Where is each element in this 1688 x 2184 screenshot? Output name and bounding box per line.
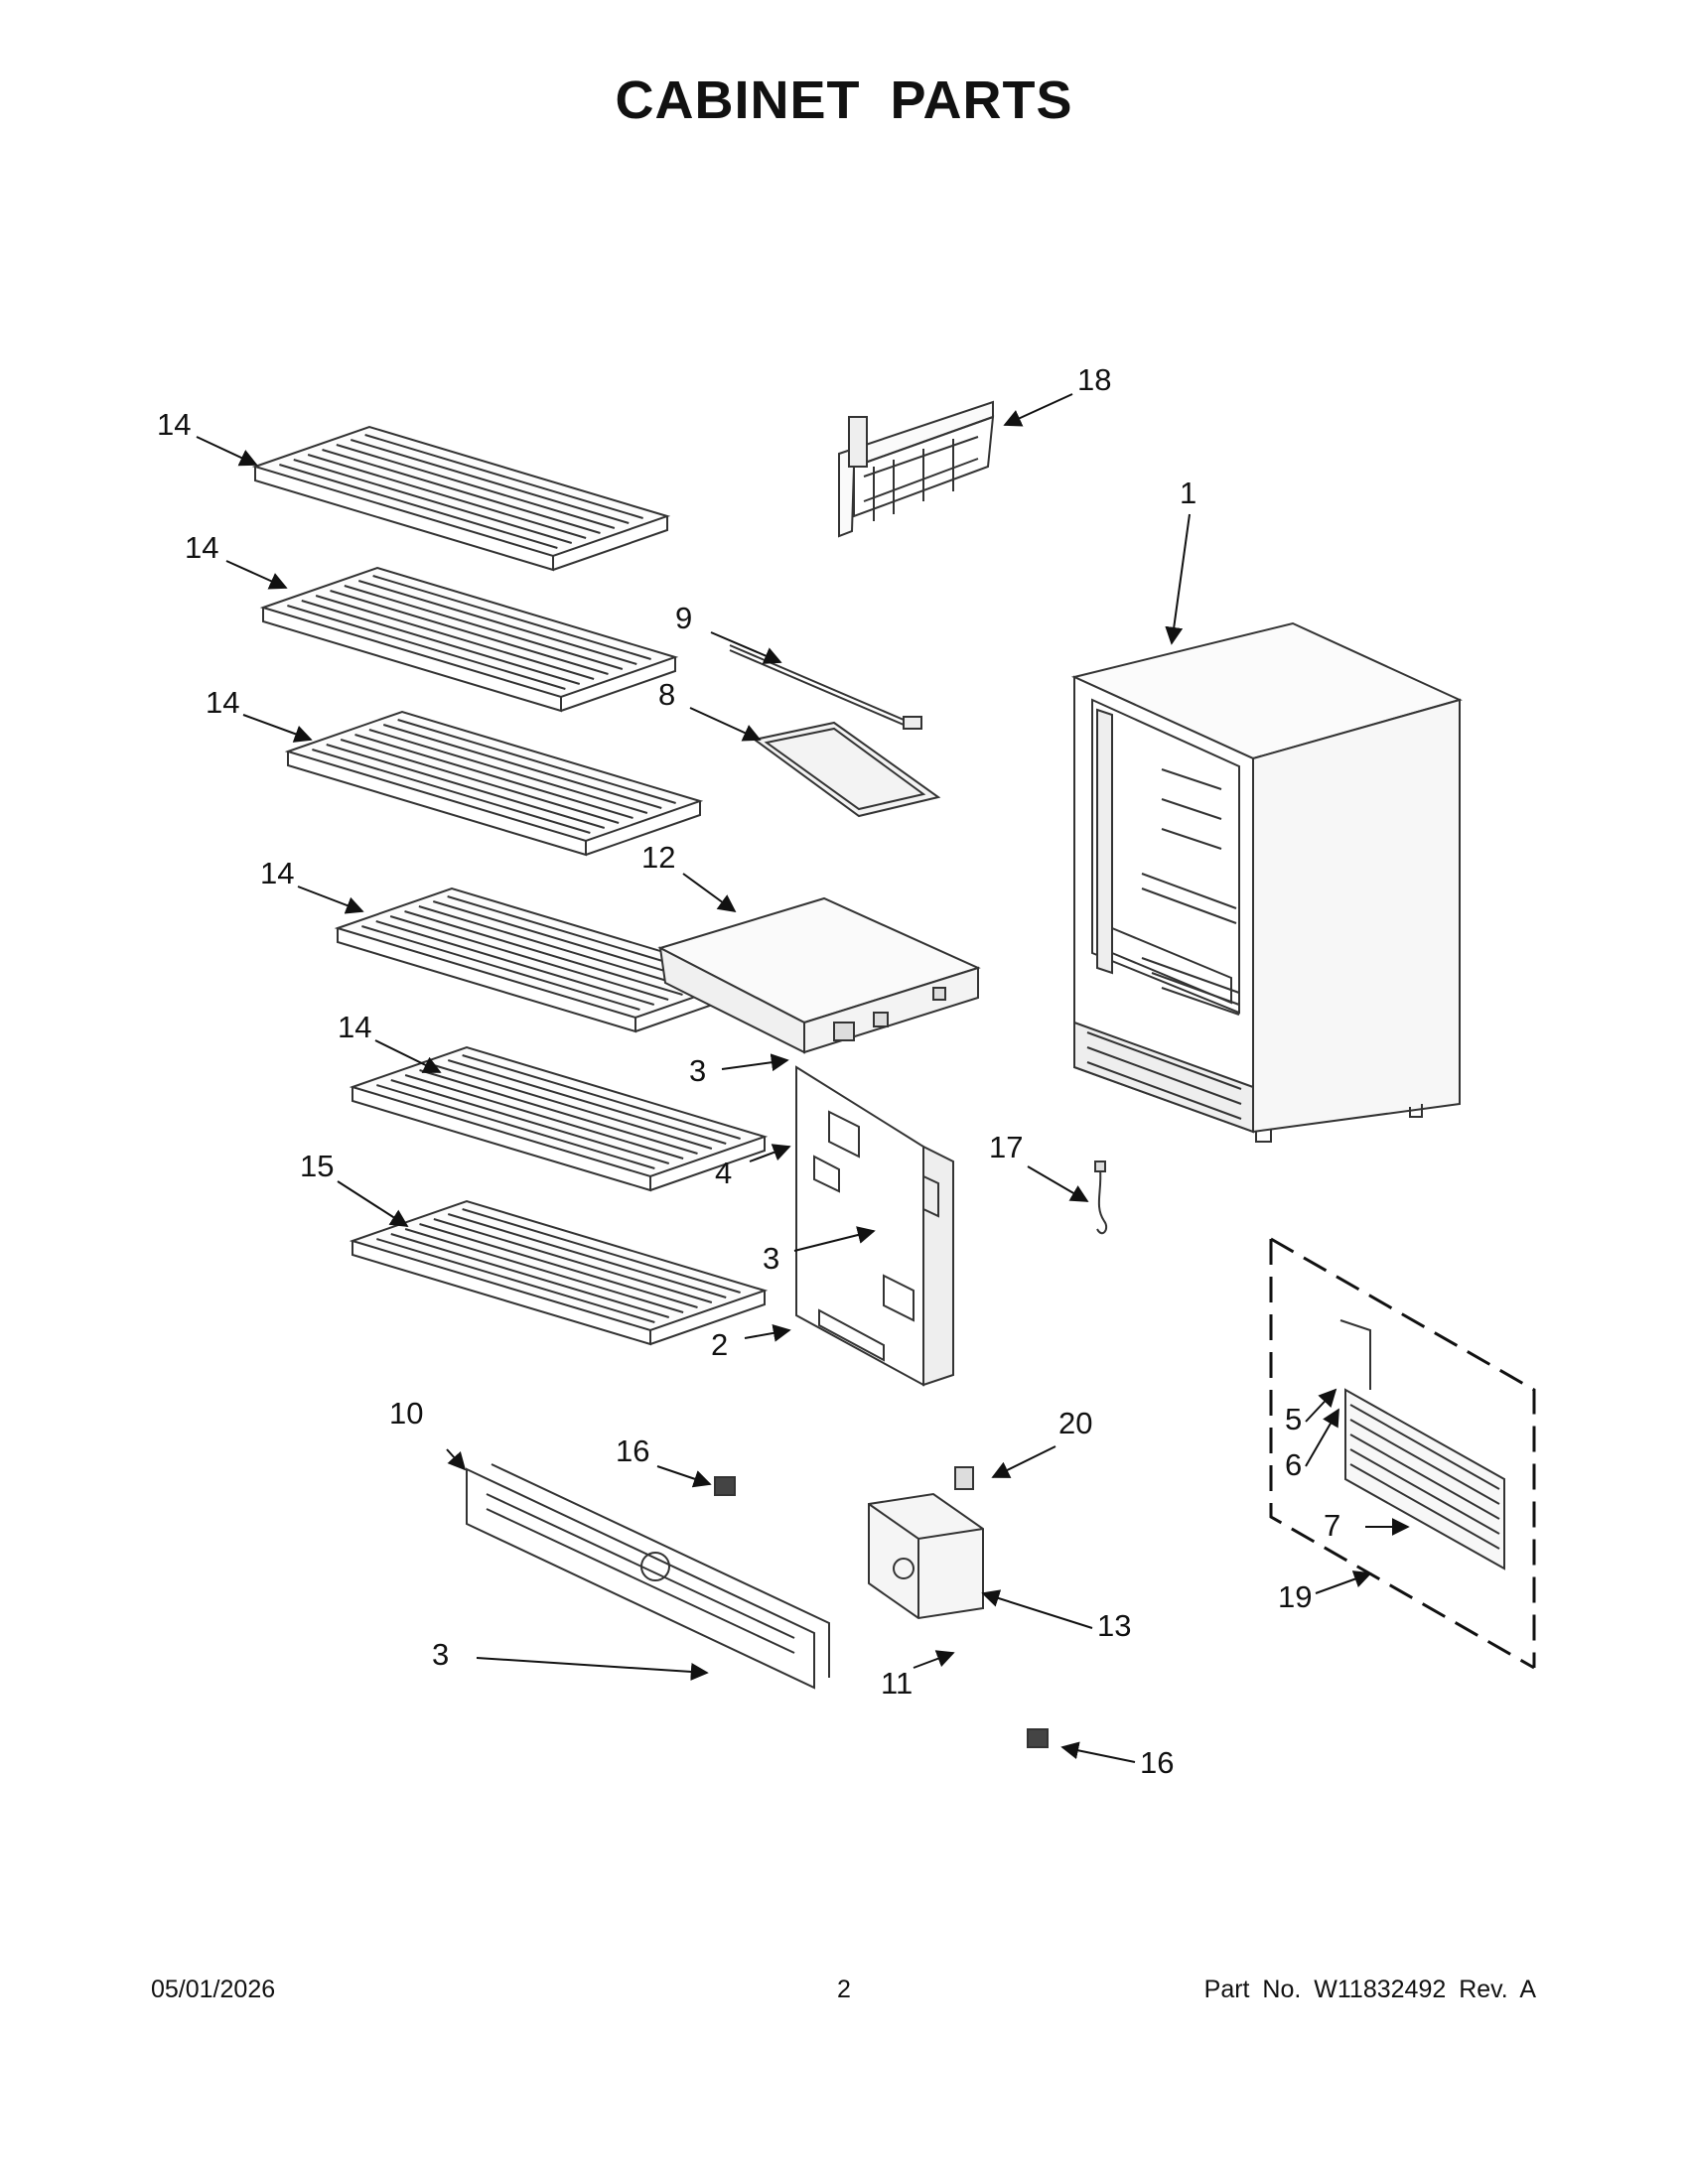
part-14-shelf (259, 566, 679, 713)
callout-number: 15 (300, 1149, 334, 1183)
leader-arrow (1060, 1741, 1136, 1763)
leader-arrow (1003, 393, 1073, 427)
leader-arrow (446, 1448, 467, 1471)
callout-number: 3 (689, 1053, 706, 1088)
callout-number: 4 (715, 1156, 732, 1190)
callout-number: 5 (1285, 1402, 1302, 1436)
leader-arrow (981, 1589, 1093, 1629)
callout-number: 18 (1077, 362, 1111, 397)
leader-arrow (749, 1144, 791, 1162)
page-title: CABINET PARTS (615, 70, 1073, 130)
callout-number: 14 (338, 1010, 371, 1044)
callout-number: 12 (641, 840, 675, 875)
callout-number: 20 (1058, 1406, 1092, 1440)
leader-arrow (793, 1226, 876, 1252)
callout-number: 14 (260, 856, 294, 890)
footer-part-number: Part No. W11832492 Rev. A (1203, 1976, 1536, 2003)
part-8-light-cover (752, 721, 941, 818)
leader-arrow (710, 631, 782, 664)
leader-arrow (374, 1039, 442, 1073)
callout-number: 10 (389, 1396, 423, 1431)
leader-arrow (196, 436, 258, 467)
part-2-rear-panel (795, 1065, 954, 1387)
part-16-leveling-foot (714, 1476, 1049, 1748)
callout-number: 14 (157, 407, 191, 442)
leader-arrow (1165, 513, 1191, 645)
callout-number: 1 (1180, 476, 1196, 510)
part-14-shelf (349, 1045, 769, 1192)
part-12-control-housing (657, 896, 981, 1054)
leader-arrow (225, 560, 288, 590)
part-15-shelf (349, 1199, 769, 1346)
part-14-shelf (251, 425, 671, 572)
callout-number: 8 (658, 677, 675, 712)
leader-arrow (297, 886, 364, 914)
part-13-drain-pan (868, 1492, 984, 1620)
callout-number: 3 (432, 1637, 449, 1672)
callout-number: 7 (1324, 1508, 1340, 1543)
part-9-sensor-wire (729, 644, 922, 730)
callout-number: 16 (616, 1433, 649, 1468)
callout-number: 17 (989, 1130, 1023, 1164)
leader-arrow (1027, 1165, 1089, 1202)
callout-number: 3 (763, 1241, 779, 1276)
leader-arrow (1305, 1408, 1339, 1467)
leader-arrow (476, 1657, 709, 1681)
leader-arrow (656, 1465, 712, 1488)
leader-arrow (1315, 1570, 1372, 1594)
leader-arrow (242, 714, 313, 743)
leader-arrow (337, 1180, 409, 1227)
callout-number: 9 (675, 601, 692, 635)
footer-page-number: 2 (837, 1976, 851, 2003)
leader-arrow (1305, 1388, 1337, 1423)
callout-number: 11 (881, 1666, 913, 1701)
callout-number: 16 (1140, 1745, 1174, 1780)
leader-arrow (991, 1445, 1056, 1478)
leader-arrow (721, 1053, 789, 1072)
callout-number: 14 (206, 685, 239, 720)
callout-number: 13 (1097, 1608, 1131, 1643)
part-18-rail-bracket (838, 400, 995, 538)
callout-number: 19 (1278, 1579, 1312, 1614)
leader-arrow (682, 873, 737, 913)
callout-number: 6 (1285, 1447, 1302, 1482)
part-17-sensor (1094, 1160, 1108, 1235)
leader-arrow (744, 1323, 791, 1342)
part-10-grille (466, 1463, 830, 1690)
leader-arrow (913, 1650, 955, 1669)
part-7-evaporator (1339, 1319, 1505, 1570)
callout-number: 2 (711, 1327, 728, 1362)
footer-date: 05/01/2026 (151, 1976, 276, 2003)
leader-arrow (689, 707, 762, 742)
callout-number: 14 (185, 530, 218, 565)
part-1-cabinet (1070, 621, 1463, 1143)
part-20-clip (954, 1466, 974, 1490)
part-14-shelf (284, 710, 704, 857)
part-19-evaporator-assembly (1269, 1237, 1536, 1670)
